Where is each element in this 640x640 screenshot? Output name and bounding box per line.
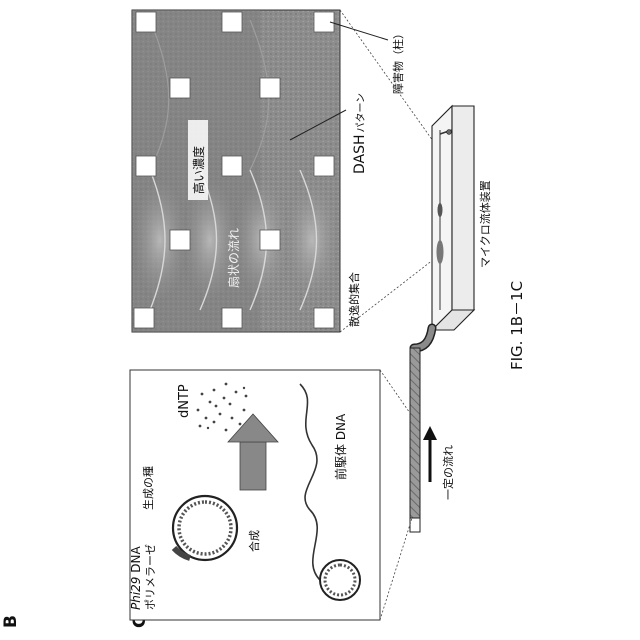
obstacle-post bbox=[170, 78, 190, 98]
outlet-port-hole bbox=[447, 130, 452, 135]
obstacle-post bbox=[260, 78, 280, 98]
fan-flow-label: 扇状の流れ bbox=[226, 228, 241, 288]
dntp-label: dNTP bbox=[177, 384, 192, 418]
channel-constriction bbox=[437, 240, 444, 264]
seed-label: 生成の種 bbox=[141, 466, 155, 510]
phi29-dna-label: Phi29 DNA bbox=[129, 546, 143, 610]
dash-pattern-label: DASHパターン bbox=[352, 93, 368, 174]
figure-caption: FIG. 1B－1C bbox=[508, 281, 526, 370]
obstacle-post bbox=[134, 308, 154, 328]
zoom-guide-line bbox=[380, 370, 412, 416]
synthesis-arrow-body bbox=[240, 442, 266, 490]
obstacle-label: 障害物（柱） bbox=[391, 28, 405, 94]
microfluidic-device: マイクロ流体装置 bbox=[432, 106, 492, 330]
panel-b-letter: B bbox=[1, 615, 21, 628]
obstacle-post bbox=[222, 12, 242, 32]
tube-body bbox=[410, 348, 420, 520]
rotated-figure: C bbox=[1, 10, 526, 628]
synthesis-label: 合成 bbox=[247, 530, 261, 552]
microfluidic-device-label: マイクロ流体装置 bbox=[478, 180, 492, 268]
constant-flow-label: 一定の流れ bbox=[441, 445, 455, 500]
inlet-tube: 一定の流れ bbox=[410, 328, 455, 532]
flow-arrow-head bbox=[423, 426, 437, 440]
obstacle-post bbox=[314, 156, 334, 176]
obstacle-post bbox=[136, 12, 156, 32]
channel-constriction bbox=[438, 203, 443, 217]
diffusive-assembly-label: 散逸的集合 bbox=[347, 272, 361, 327]
high-concentration-label: 高い濃度 bbox=[191, 146, 206, 194]
obstacle-post bbox=[314, 308, 334, 328]
precursor-dna-label: 前駆体 DNA bbox=[333, 413, 348, 480]
polymerase-label: ポリメラーゼ bbox=[144, 544, 157, 610]
obstacle-post bbox=[260, 230, 280, 250]
concentration-zone bbox=[286, 182, 338, 298]
panel-b: B Phi29 DNA ポリメラーゼ 生成の種 合成 bbox=[1, 370, 412, 628]
panel-b-frame bbox=[130, 370, 380, 620]
micrograph: 高い濃度 扇状の流れ 散逸的集合 DASHパターン 障害物（柱） bbox=[132, 10, 405, 332]
zoom-guide-line bbox=[340, 10, 438, 148]
device-top-face bbox=[432, 106, 452, 330]
obstacle-post bbox=[170, 230, 190, 250]
obstacle-post bbox=[222, 156, 242, 176]
zoom-guide-line bbox=[380, 518, 412, 620]
obstacle-post bbox=[136, 156, 156, 176]
device-side-face bbox=[452, 106, 474, 310]
obstacle-post bbox=[222, 308, 242, 328]
